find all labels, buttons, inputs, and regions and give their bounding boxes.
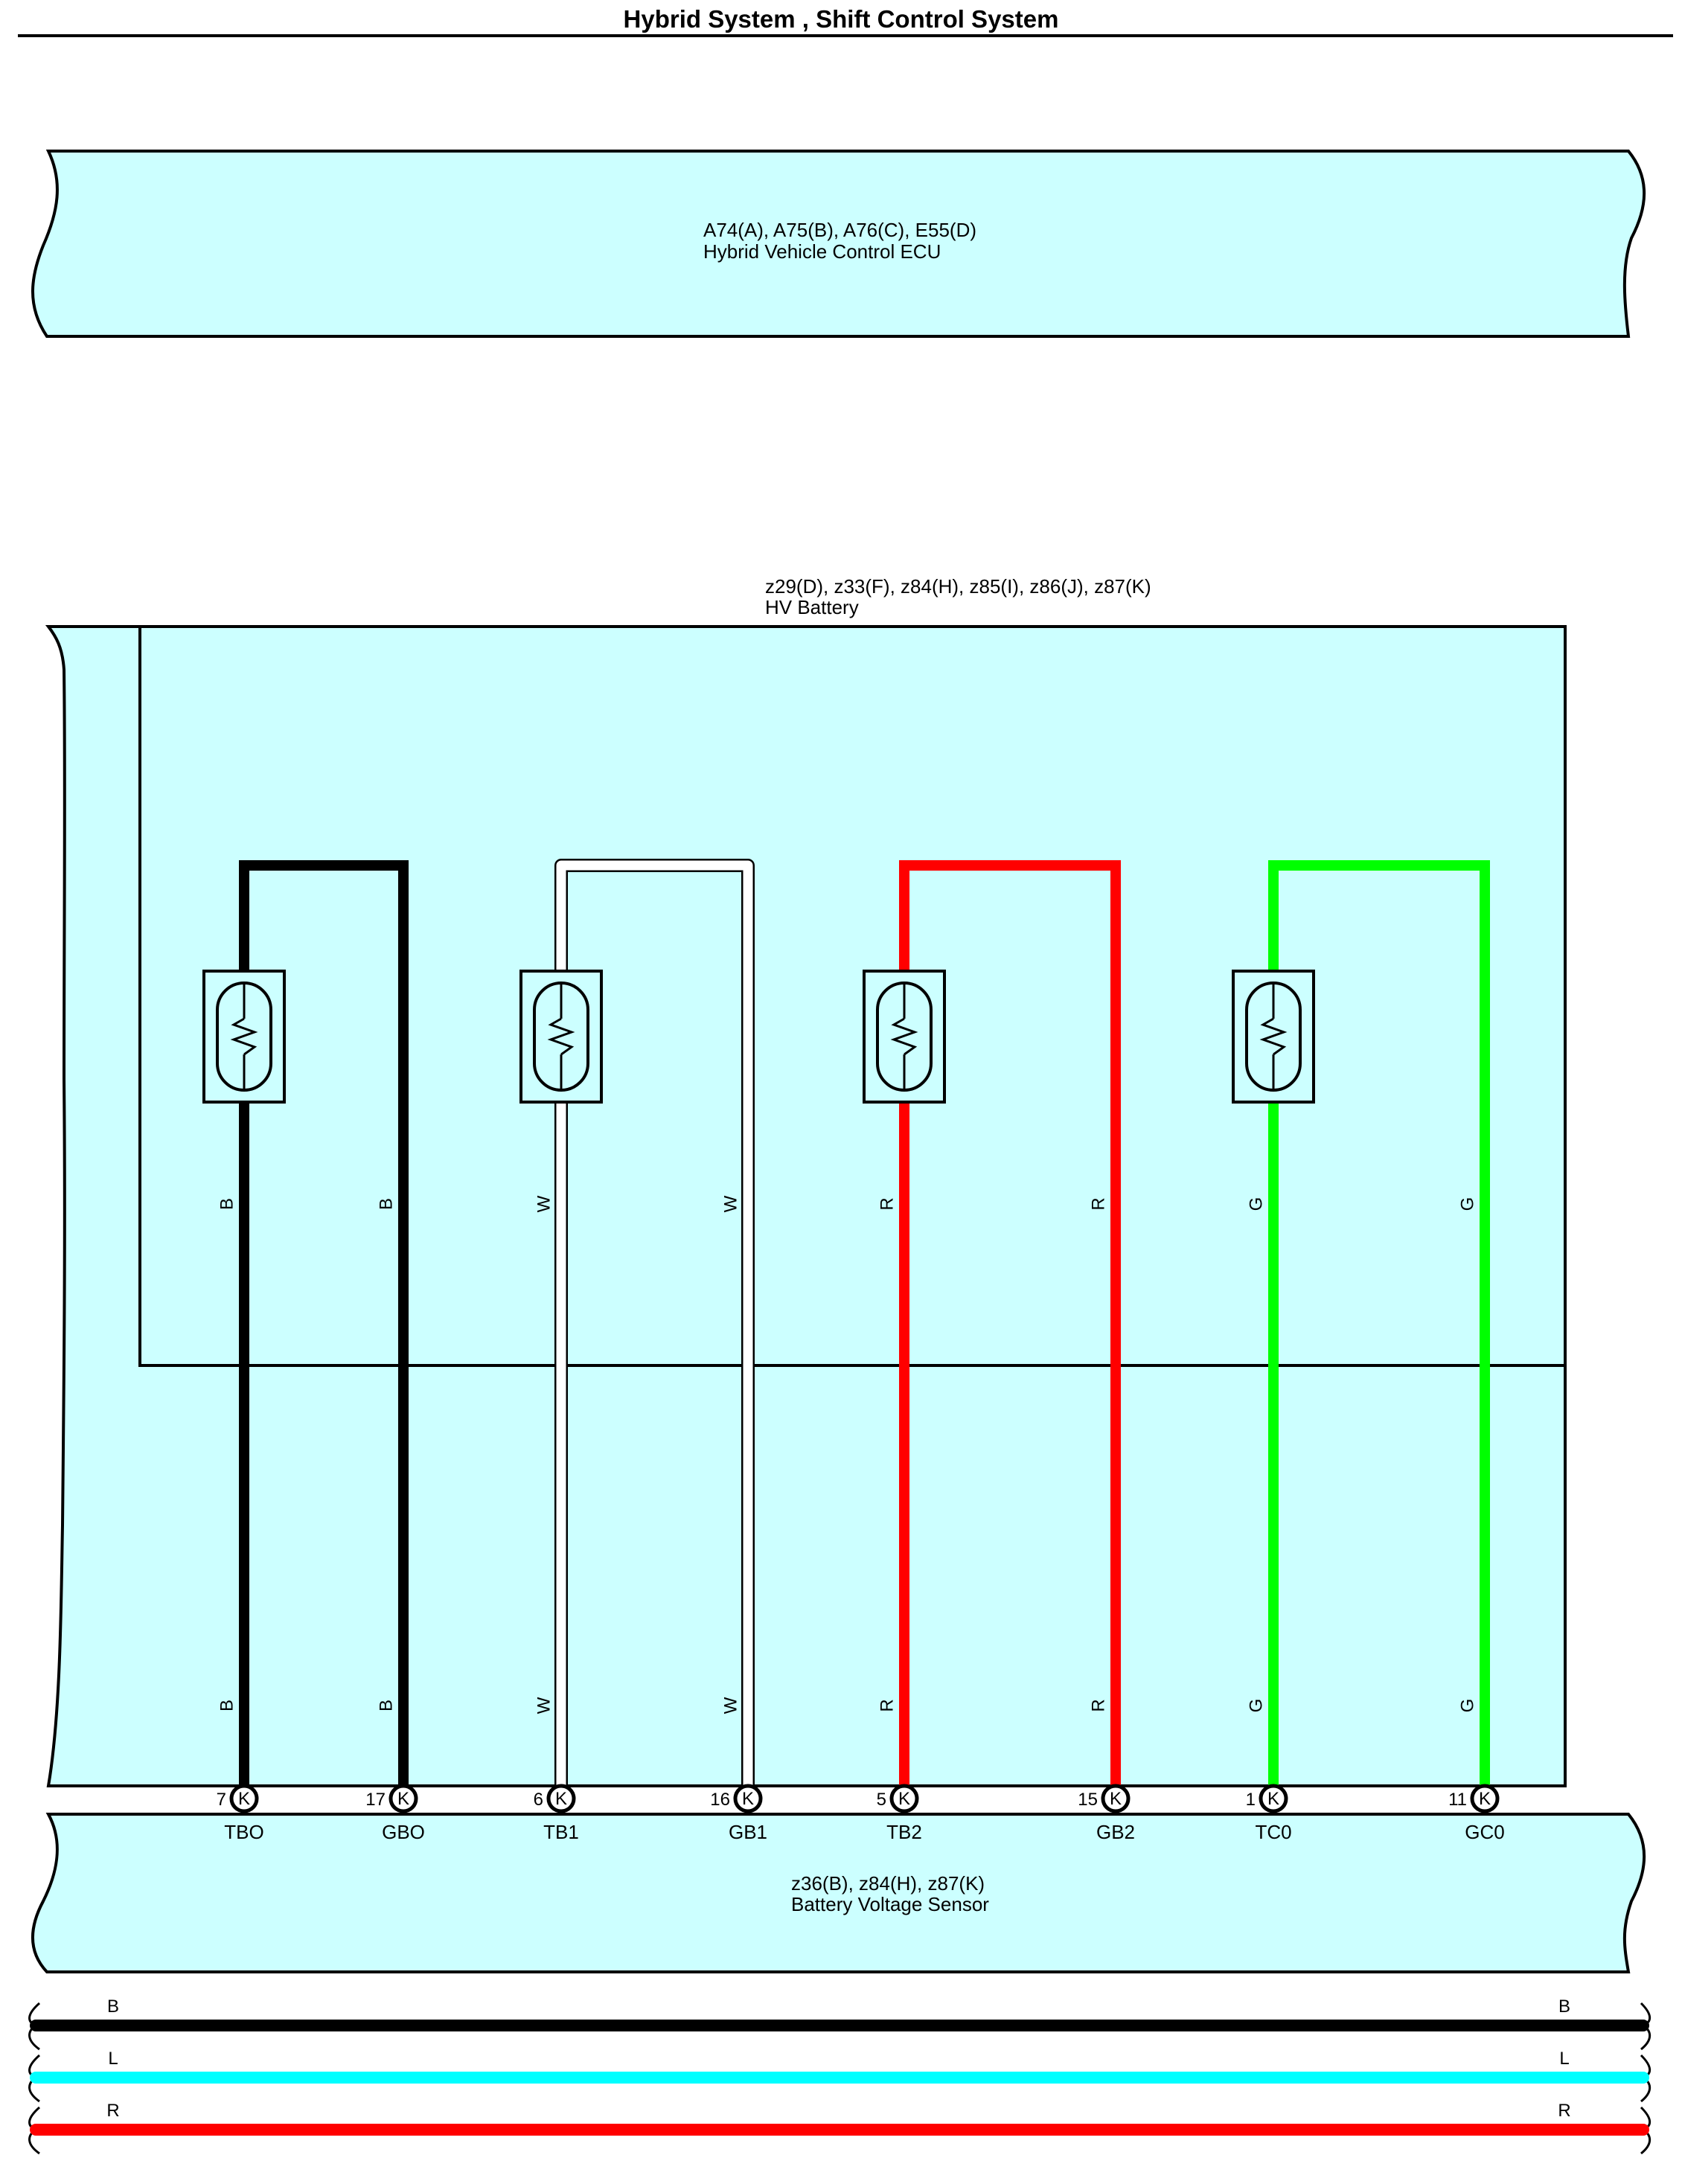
wire-loop <box>899 860 1121 1799</box>
battery-connectors: z29(D), z33(F), z84(H), z85(I), z86(J), … <box>765 575 1151 598</box>
wire-color-label: G <box>1246 1699 1266 1713</box>
wire-pairs: BBK7TBOBBK17GBOWWK6TB1WWK16GB1RRK5TB2RRK… <box>202 859 1505 1843</box>
pin-number: 16 <box>710 1790 730 1810</box>
terminal-name: TB2 <box>886 1821 922 1843</box>
pin-number: 15 <box>1078 1790 1098 1810</box>
bus-wire-label-right: L <box>1559 2049 1569 2069</box>
ecu-name: Hybrid Vehicle Control ECU <box>703 240 941 263</box>
bus-wire-label-right: B <box>1558 1996 1570 2017</box>
connector-letter: K <box>1110 1789 1122 1809</box>
wire-color-label: W <box>534 1195 554 1212</box>
pin-number: 6 <box>534 1790 543 1810</box>
sensor-name: Battery Voltage Sensor <box>791 1893 989 1915</box>
connector-pin-right: K 17 <box>365 1784 418 1813</box>
wire-color-label: R <box>1088 1699 1108 1711</box>
pin-number: 17 <box>365 1790 386 1810</box>
wire-color-label: R <box>877 1699 897 1711</box>
wire-color-label: B <box>376 1700 396 1711</box>
wire-color-label: G <box>1457 1699 1477 1713</box>
wire-color-label: R <box>1088 1197 1108 1210</box>
wire-color-label: G <box>1246 1197 1266 1211</box>
connector-letter: K <box>742 1789 754 1809</box>
terminal-name: GBO <box>382 1821 425 1843</box>
sensor-block <box>31 1813 1646 1973</box>
sensor-connectors: z36(B), z84(H), z87(K) <box>791 1872 985 1895</box>
wire-loop <box>556 860 753 1799</box>
bus-wire-label-left: L <box>108 2049 118 2069</box>
connector-pin-right: K 11 <box>1448 1784 1500 1813</box>
connector-letter: K <box>397 1789 409 1809</box>
connector-pin-left: K6 <box>534 1784 576 1813</box>
ecu-block <box>31 150 1646 338</box>
battery-outer-block <box>45 625 1567 1787</box>
wire-color-label: W <box>720 1195 741 1212</box>
thermistor-icon <box>202 970 286 1104</box>
terminal-name: TBO <box>224 1821 263 1843</box>
connector-pin-left: K7 <box>217 1784 259 1813</box>
connector-pin-right: K 15 <box>1078 1784 1131 1813</box>
connector-pin-left: K5 <box>877 1784 919 1813</box>
thermistor-icon <box>519 970 603 1104</box>
wire-color-label: W <box>720 1697 741 1714</box>
pin-number: 1 <box>1246 1790 1256 1810</box>
connector-letter: K <box>238 1789 250 1809</box>
terminal-name: GB1 <box>729 1821 767 1843</box>
battery-inner-block <box>138 625 1567 1367</box>
wire-color-label: R <box>877 1197 897 1210</box>
page-title: Hybrid System , Shift Control System <box>624 5 1059 33</box>
connector-letter: K <box>1479 1789 1491 1809</box>
battery-name: HV Battery <box>765 596 859 618</box>
wire-color-label: B <box>376 1198 396 1210</box>
bus-wire-label-left: B <box>107 1996 119 2017</box>
terminal-name: TC0 <box>1255 1821 1291 1843</box>
bus-wire-label-right: R <box>1558 2101 1570 2121</box>
pin-number: 7 <box>217 1790 226 1810</box>
pin-number: 11 <box>1448 1790 1467 1810</box>
thermistor-icon <box>863 970 946 1104</box>
wire-loop <box>1268 860 1490 1799</box>
thermistor-icon <box>1232 970 1315 1104</box>
bus-wire-label-left: R <box>106 2101 119 2121</box>
pin-number: 5 <box>877 1790 886 1810</box>
connector-letter: K <box>555 1789 567 1809</box>
terminal-name: TB1 <box>543 1821 579 1843</box>
terminal-name: GB2 <box>1096 1821 1135 1843</box>
wire-loop <box>239 860 409 1799</box>
wire-color-label: W <box>534 1697 554 1714</box>
connector-pin-right: K 16 <box>710 1784 763 1813</box>
terminal-name: GC0 <box>1465 1821 1504 1843</box>
wire-color-label: G <box>1457 1197 1477 1211</box>
connector-letter: K <box>1267 1789 1279 1809</box>
connector-pin-left: K1 <box>1246 1784 1288 1813</box>
ecu-connectors: A74(A), A75(B), A76(C), E55(D) <box>703 219 976 241</box>
wire-color-label: B <box>217 1700 237 1711</box>
wire-color-label: B <box>217 1198 237 1210</box>
connector-letter: K <box>898 1789 910 1809</box>
